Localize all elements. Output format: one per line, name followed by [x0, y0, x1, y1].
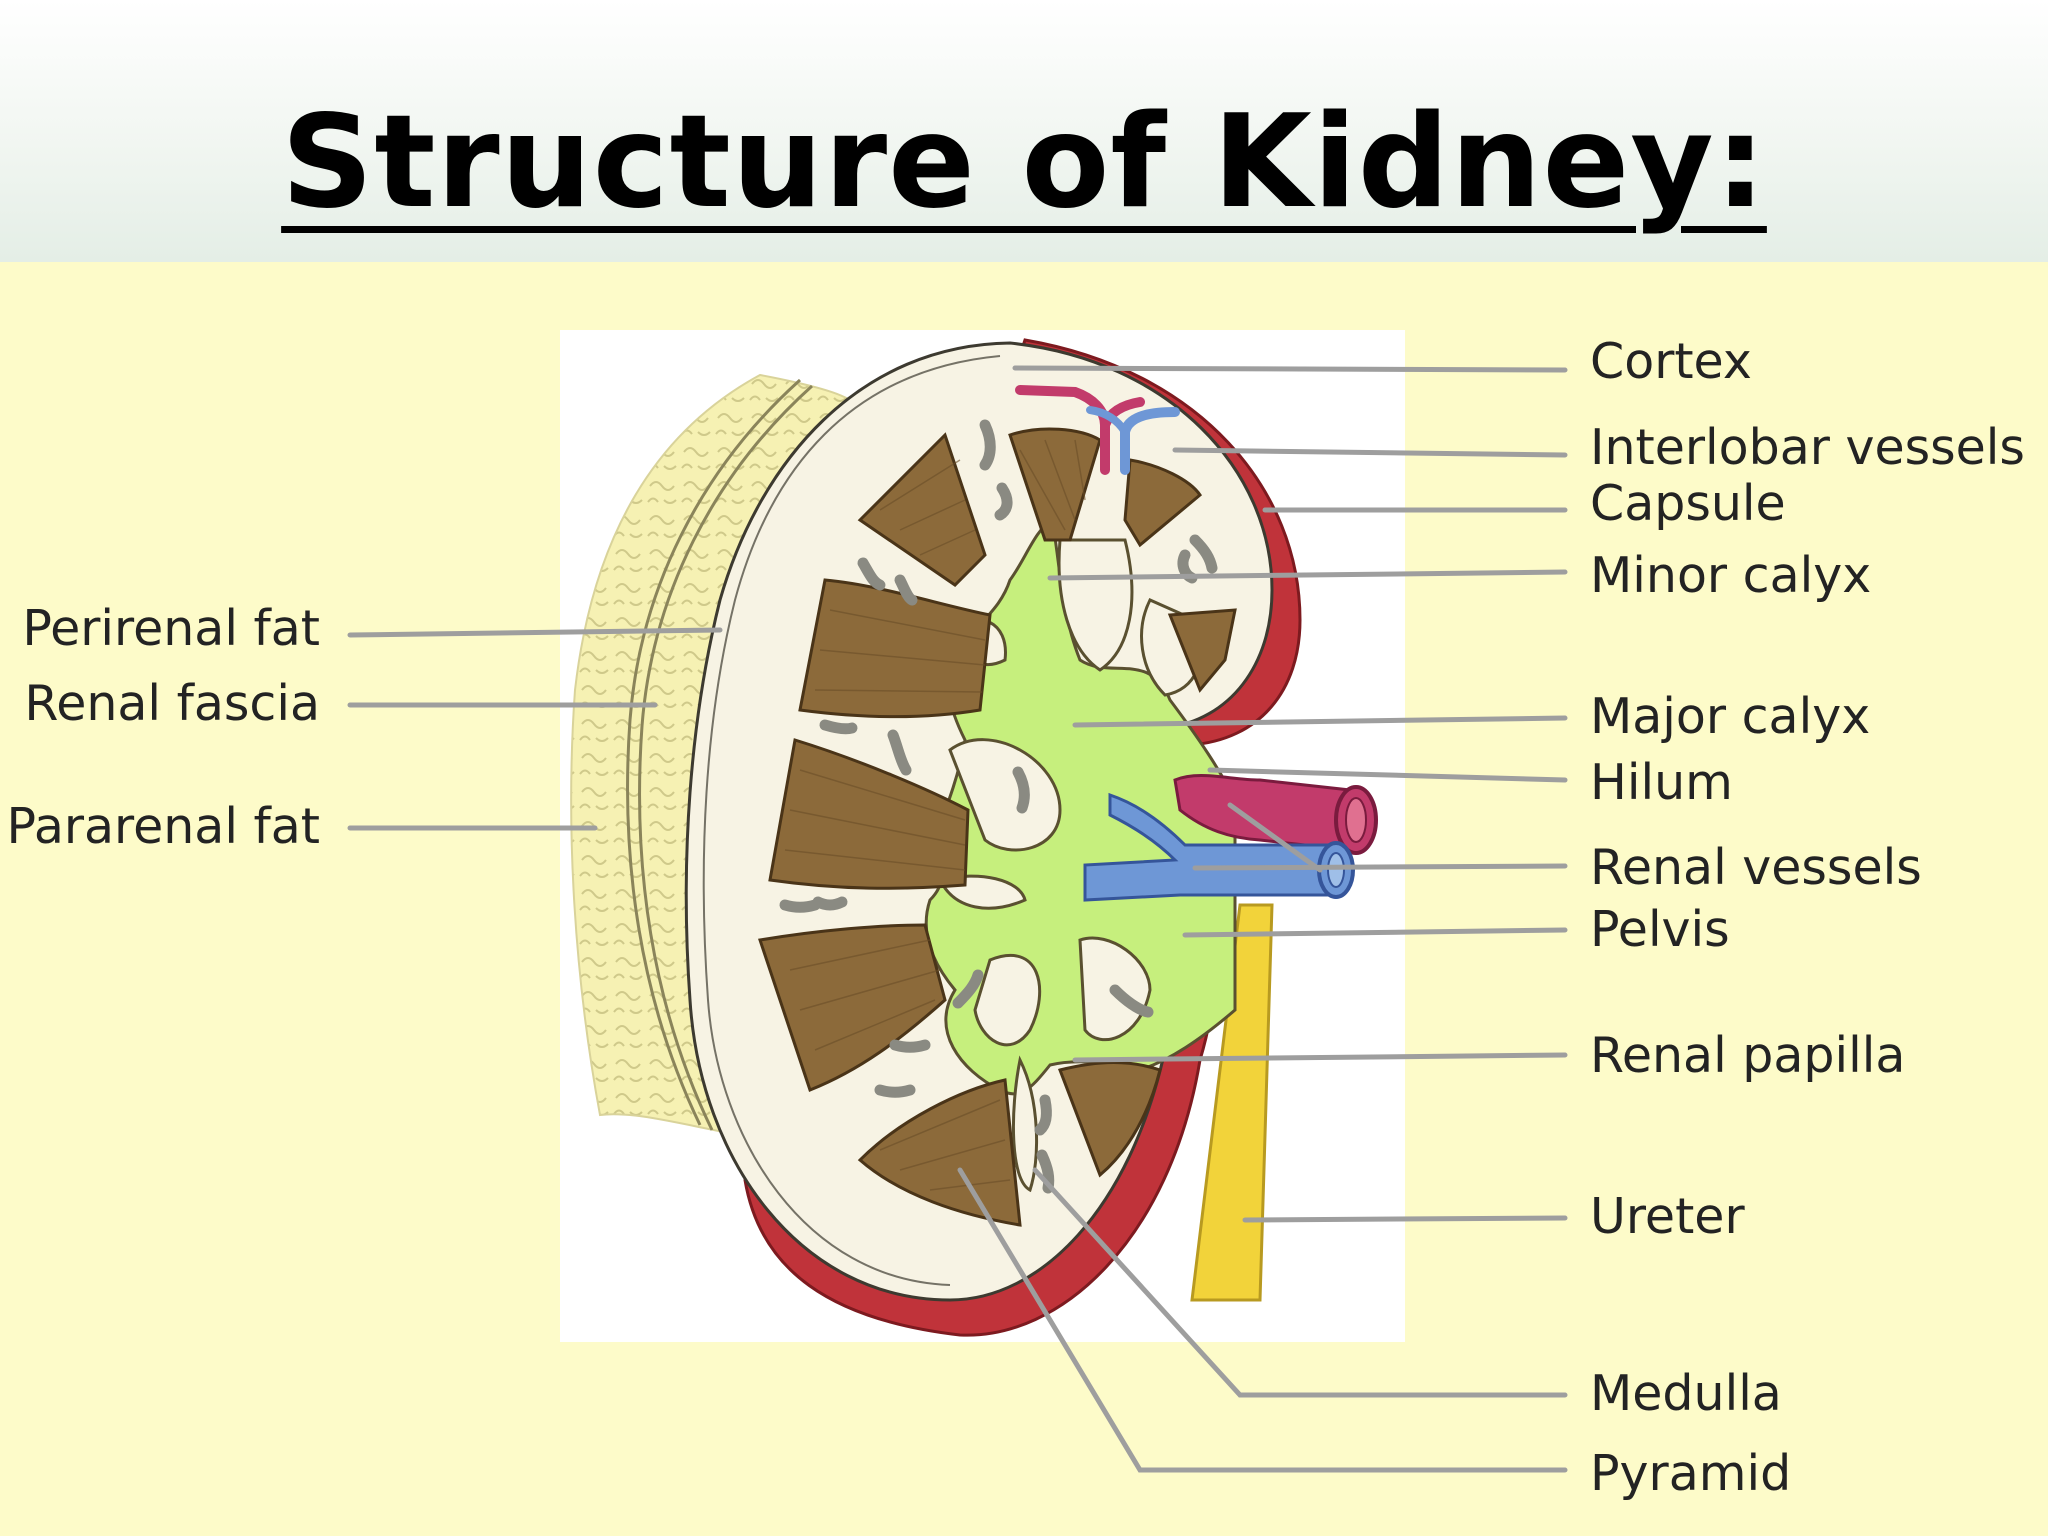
label-renal-papilla: Renal papilla — [1590, 1027, 1905, 1084]
label-renal-fascia: Renal fascia — [24, 675, 320, 732]
label-minor-calyx: Minor calyx — [1590, 547, 1871, 604]
renal-vein — [1083, 792, 1355, 902]
slide-title: Structure of Kidney: — [281, 88, 1767, 237]
label-interlobar-vessels: Interlobar vessels — [1590, 419, 2025, 476]
label-pyramid: Pyramid — [1590, 1445, 1791, 1502]
renal-fascia-layer — [626, 378, 814, 1131]
label-renal-vessels: Renal vessels — [1590, 839, 1922, 896]
arcuate-vessels — [779, 419, 1218, 1194]
label-pararenal-fat: Pararenal fat — [6, 798, 320, 855]
label-major-calyx: Major calyx — [1590, 688, 1870, 745]
header-band — [0, 0, 2048, 262]
label-pelvis: Pelvis — [1590, 901, 1730, 958]
label-cortex: Cortex — [1590, 333, 1752, 390]
ureter — [1190, 903, 1274, 1302]
renal-artery — [1173, 774, 1378, 855]
label-ureter: Ureter — [1590, 1188, 1745, 1245]
label-hilum: Hilum — [1590, 754, 1733, 811]
leader-lines — [347, 365, 1568, 1473]
label-medulla: Medulla — [1590, 1365, 1782, 1422]
label-perirenal-fat: Perirenal fat — [22, 600, 320, 657]
interlobar-vessels — [1015, 385, 1180, 475]
label-capsule: Capsule — [1590, 475, 1786, 532]
